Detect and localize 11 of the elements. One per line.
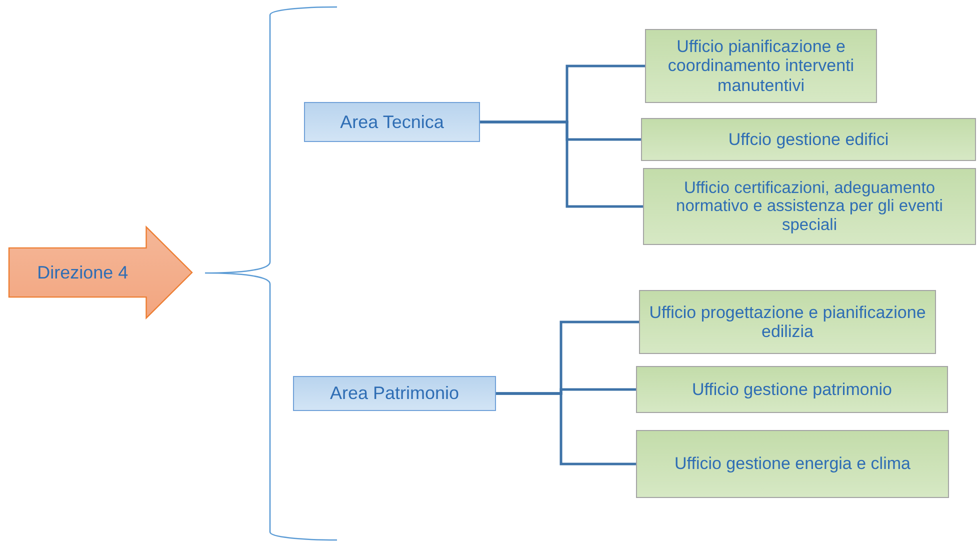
arrow-label: Direzione 4 <box>37 262 128 283</box>
office-box: Ufficio gestione patrimonio <box>636 366 948 413</box>
office-box: Ufficio progettazione e pianificazione edilizia <box>639 290 936 354</box>
area-box: Area Tecnica <box>304 102 480 142</box>
area-box: Area Patrimonio <box>293 376 496 411</box>
office-box: Ufficio pianificazione e coordinamento interventi manutentivi <box>645 29 877 103</box>
office-box: Uffcio gestione edifici <box>641 118 976 161</box>
connector-line <box>480 120 643 208</box>
connector-line <box>496 392 636 466</box>
office-box: Ufficio gestione energia e clima <box>636 430 949 498</box>
office-box: Ufficio certificazioni, adeguamento normativo e assistenza per gli eventi speciali <box>643 168 976 245</box>
